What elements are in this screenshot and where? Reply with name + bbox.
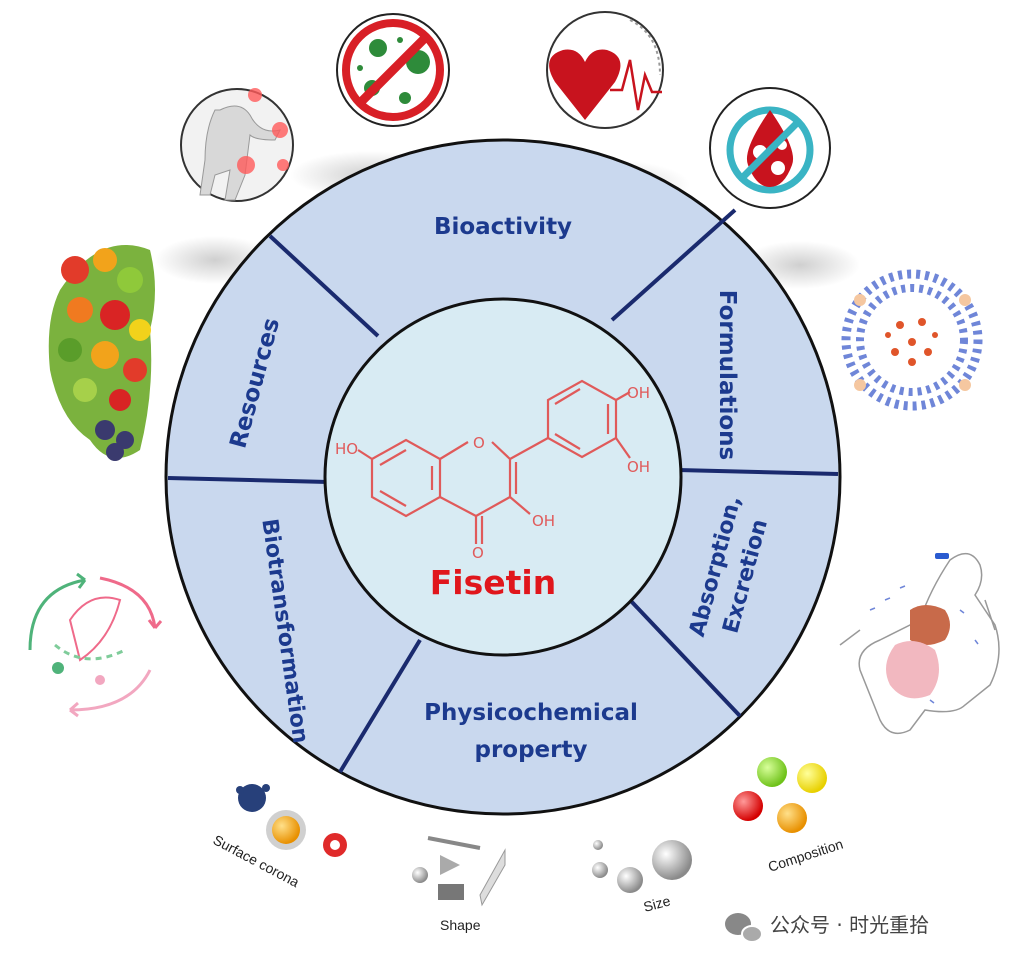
- segment-physicochemical-line1: Physicochemical: [424, 700, 638, 726]
- no-virus-icon: [336, 13, 450, 127]
- group-oh-top: OH: [627, 384, 650, 402]
- composition-icon: [733, 757, 827, 833]
- human-body-icon: [839, 552, 1000, 735]
- size-icon: [592, 840, 692, 893]
- heart-icon: [546, 11, 664, 129]
- segment-formulations: Formulations: [714, 290, 740, 460]
- group-oh-right: OH: [627, 458, 650, 476]
- ring-oxygen: O: [473, 434, 485, 452]
- watermark-text: 公众号 · 时光重拾: [770, 913, 929, 937]
- group-oh-mid: OH: [532, 512, 555, 530]
- caption-composition: Composition: [766, 836, 845, 875]
- caption-shape: Shape: [440, 917, 481, 933]
- inner-circle: [323, 297, 683, 657]
- joint-pain-icon: [180, 88, 294, 202]
- liposome-icon: [841, 269, 983, 411]
- segment-bioactivity: Bioactivity: [434, 214, 572, 240]
- segment-physicochemical-line2: property: [474, 737, 587, 763]
- cycle-icon: [28, 572, 163, 718]
- blood-drop-icon: [709, 87, 831, 209]
- caption-size: Size: [642, 892, 673, 915]
- wechat-icon: [725, 913, 763, 943]
- fisetin-title: Fisetin: [430, 563, 556, 602]
- carbonyl-oxygen: O: [472, 544, 484, 562]
- shape-icon: [412, 836, 506, 907]
- fruits-vegetables-icon: [48, 245, 155, 461]
- surface-corona-icon: [236, 784, 347, 857]
- group-ho-left: HO: [335, 440, 358, 458]
- segment-dividers: [167, 208, 839, 774]
- fisetin-molecule: [357, 379, 631, 544]
